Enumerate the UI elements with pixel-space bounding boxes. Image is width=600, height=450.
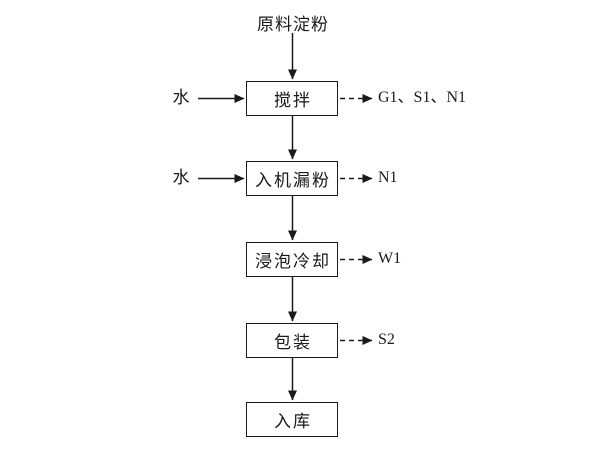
process-box-label: 搅拌 [274,91,312,110]
process-box-label: 浸泡冷却 [255,252,331,271]
process-box-label: 入机漏粉 [255,171,331,190]
process-box-label: 入库 [274,412,312,431]
source-material-label: 原料淀粉 [257,15,329,34]
process-box-warehousing: 入库 [246,402,338,437]
process-box-feeding: 入机漏粉 [246,161,338,196]
water-input-label-1: 水 [172,88,190,107]
water-input-label-2: 水 [172,168,190,187]
output-label-step1: G1、S1、N1 [378,89,467,106]
output-label-step2: N1 [378,169,398,186]
process-box-packaging: 包装 [246,323,338,358]
process-box-soak-cooling: 浸泡冷却 [246,242,338,277]
process-box-mixing: 搅拌 [246,81,338,116]
output-label-step3: W1 [378,250,402,267]
process-box-label: 包装 [274,333,312,352]
output-label-step4: S2 [378,331,395,348]
